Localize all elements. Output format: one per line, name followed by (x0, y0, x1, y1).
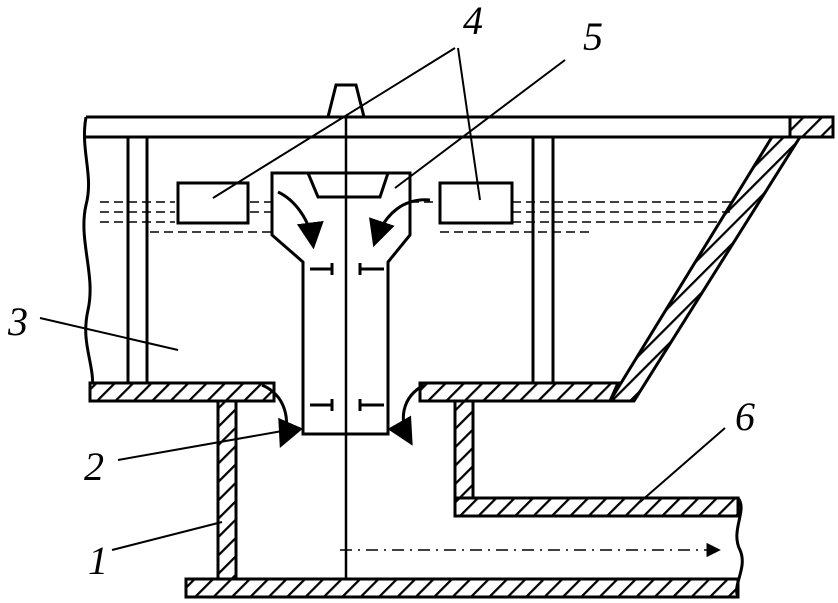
discharge-pipe-bottom-wall (184, 577, 740, 599)
flow-arrow-right-down (387, 383, 425, 446)
tank-bottom-left (88, 381, 276, 403)
label-4: 4 (463, 0, 483, 43)
label-1: 1 (88, 538, 108, 583)
leader-2 (117, 429, 289, 461)
leader-6 (639, 427, 726, 503)
label-2: 2 (84, 444, 104, 489)
label-3: 3 (7, 299, 28, 344)
tank-left-break (82, 116, 95, 394)
leader-1 (111, 521, 223, 551)
flow-arrow-left-in (277, 190, 324, 250)
column-spacer-marks (310, 263, 384, 411)
tank-bottom-right (418, 381, 621, 403)
pipe-left-wall (216, 399, 238, 581)
froth-collector-right (438, 181, 514, 225)
discharge-pipe-top-wall (453, 496, 740, 518)
leader-5 (394, 59, 566, 189)
leader-4a (212, 47, 456, 199)
leader-3 (39, 317, 179, 351)
top-cover-end-hatch (788, 115, 835, 139)
leader-4b (457, 47, 481, 201)
discharge-pipe-break (735, 497, 744, 598)
label-6: 6 (735, 394, 755, 439)
froth-collector-left (176, 181, 250, 225)
flow-arrow-left-down (261, 383, 303, 448)
liquid-level (100, 201, 735, 233)
column-top-cone (305, 171, 391, 199)
shaft-top-cap (326, 83, 366, 119)
sloped-right-wall (607, 135, 803, 403)
central-column (270, 171, 412, 436)
label-5: 5 (583, 14, 603, 59)
pipe-right-wall (453, 399, 475, 500)
top-cover-bar (86, 115, 790, 139)
flow-arrow-right-in (369, 198, 431, 248)
